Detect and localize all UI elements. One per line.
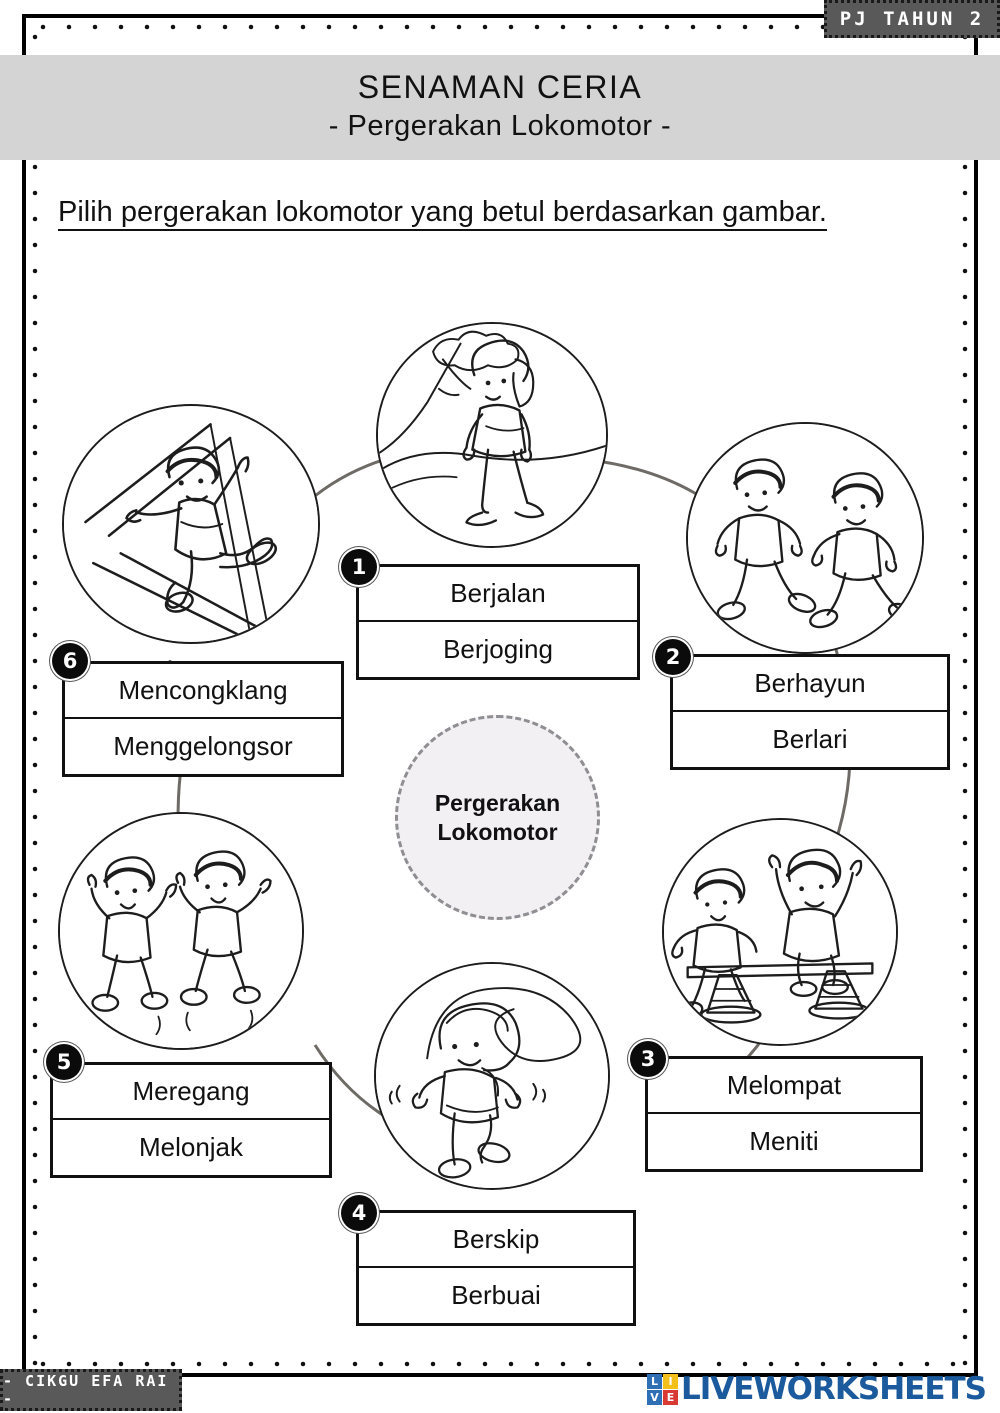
question-3-option-1[interactable]: Melompat bbox=[648, 1059, 920, 1114]
page-title: SENAMAN CERIA bbox=[357, 69, 643, 106]
question-box-5[interactable]: Meregang Melonjak bbox=[50, 1062, 332, 1178]
logo-block-l: L bbox=[647, 1373, 662, 1389]
question-2-option-2[interactable]: Berlari bbox=[772, 724, 848, 754]
question-box-3[interactable]: Melompat Meniti bbox=[645, 1056, 923, 1172]
question-3-option-2[interactable]: Meniti bbox=[749, 1126, 819, 1156]
question-box-1[interactable]: Berjalan Berjoging bbox=[356, 564, 640, 680]
question-box-2[interactable]: Berhayun Berlari bbox=[670, 654, 950, 770]
picture-girl-walking bbox=[376, 322, 608, 548]
logo-block-i: I bbox=[663, 1373, 678, 1389]
question-4-option-2[interactable]: Berbuai bbox=[451, 1280, 541, 1310]
question-5-option-2[interactable]: Melonjak bbox=[138, 1132, 244, 1162]
picture-two-boys-jumping bbox=[58, 812, 304, 1050]
question-5-option-1[interactable]: Meregang bbox=[53, 1065, 329, 1120]
liveworksheets-logo-blocks: L I V E bbox=[647, 1373, 678, 1405]
question-badge-1: 1 bbox=[341, 549, 377, 585]
frame-border-left bbox=[22, 14, 26, 1377]
instruction-text: Pilih pergerakan lokomotor yang betul be… bbox=[58, 192, 938, 233]
author-tag: - CIKGU EFA RAI - bbox=[0, 1369, 182, 1411]
frame-dots-top bbox=[30, 24, 970, 30]
picture-two-boys-running bbox=[686, 422, 924, 654]
frame-dots-left bbox=[32, 24, 38, 1367]
question-1-option-1[interactable]: Berjalan bbox=[359, 567, 637, 622]
frame-border-top bbox=[22, 14, 978, 18]
page-subtitle: - Pergerakan Lokomotor - bbox=[328, 110, 672, 143]
picture-girl-skipping-rope bbox=[374, 962, 610, 1190]
frame-border-right bbox=[974, 14, 978, 1377]
liveworksheets-logo-text: LIVEWORKSHEETS bbox=[681, 1371, 987, 1407]
question-badge-6: 6 bbox=[52, 643, 88, 679]
question-4-option-1[interactable]: Berskip bbox=[359, 1213, 633, 1268]
center-node-line1: Pergerakan bbox=[434, 790, 561, 817]
question-2-option-1[interactable]: Berhayun bbox=[673, 657, 947, 712]
frame-border-bottom bbox=[22, 1373, 978, 1377]
question-box-6[interactable]: Mencongklang Menggelongsor bbox=[62, 661, 344, 777]
question-6-option-1[interactable]: Mencongklang bbox=[65, 664, 341, 719]
picture-boys-on-balance-beam bbox=[662, 818, 898, 1046]
question-6-option-2[interactable]: Menggelongsor bbox=[113, 731, 293, 761]
center-node: Pergerakan Lokomotor bbox=[395, 715, 600, 920]
question-badge-2: 2 bbox=[655, 639, 691, 675]
question-badge-4: 4 bbox=[341, 1195, 377, 1231]
question-badge-3: 3 bbox=[630, 1041, 666, 1077]
frame-dots-right bbox=[962, 24, 968, 1367]
logo-block-e: E bbox=[663, 1389, 678, 1405]
logo-block-v: V bbox=[647, 1389, 662, 1405]
title-band: SENAMAN CERIA - Pergerakan Lokomotor - bbox=[0, 55, 1000, 160]
question-1-option-2[interactable]: Berjoging bbox=[443, 634, 553, 664]
question-box-4[interactable]: Berskip Berbuai bbox=[356, 1210, 636, 1326]
grade-tag: PJ TAHUN 2 bbox=[824, 0, 1000, 38]
center-node-line2: Lokomotor bbox=[437, 818, 558, 845]
question-badge-5: 5 bbox=[46, 1044, 82, 1080]
frame-dots-bottom bbox=[30, 1361, 970, 1367]
liveworksheets-logo[interactable]: L I V E LIVEWORKSHEETS bbox=[647, 1369, 987, 1409]
picture-boy-on-slide bbox=[62, 404, 320, 644]
instruction-underlined: Pilih pergerakan lokomotor yang betul be… bbox=[58, 196, 827, 231]
